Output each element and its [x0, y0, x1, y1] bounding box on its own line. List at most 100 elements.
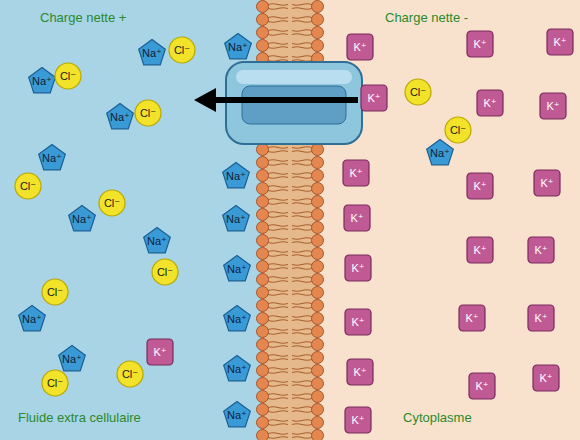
ion-symbol: K⁺ [533, 169, 561, 197]
potassium-ion: K⁺ [146, 338, 174, 366]
sodium-ion: Na⁺ [221, 160, 251, 190]
region-name: Cytoplasme [403, 410, 472, 425]
ion-symbol: Na⁺ [222, 253, 252, 283]
sodium-ion: Na⁺ [137, 37, 167, 67]
ion-symbol: K⁺ [342, 159, 370, 187]
ion-symbol: Na⁺ [221, 160, 251, 190]
chloride-ion: Cl⁻ [134, 99, 162, 127]
ion-symbol: Na⁺ [142, 225, 172, 255]
sodium-ion: Na⁺ [142, 225, 172, 255]
ion-symbol: Cl⁻ [116, 360, 144, 388]
potassium-ion: K⁺ [360, 84, 388, 112]
chloride-ion: Cl⁻ [41, 369, 69, 397]
chloride-ion-outline [117, 361, 143, 387]
ion-symbol: K⁺ [532, 364, 560, 392]
ion-symbol: K⁺ [539, 92, 567, 120]
potassium-ion: K⁺ [458, 304, 486, 332]
ion-symbol: Na⁺ [222, 353, 252, 383]
ion-symbol: K⁺ [466, 236, 494, 264]
ion-symbol: Cl⁻ [41, 369, 69, 397]
potassium-ion: K⁺ [346, 358, 374, 386]
ion-symbol: K⁺ [344, 406, 372, 434]
potassium-ion-outline [361, 85, 387, 111]
ion-symbol: Na⁺ [17, 303, 47, 333]
ion-symbol: Cl⁻ [98, 189, 126, 217]
chloride-ion: Cl⁻ [151, 258, 179, 286]
sodium-ion: Na⁺ [222, 253, 252, 283]
ion-symbol: Cl⁻ [41, 278, 69, 306]
chloride-ion-outline [135, 100, 161, 126]
chloride-ion-outline [99, 190, 125, 216]
potassium-ion: K⁺ [539, 92, 567, 120]
potassium-ion-outline [344, 205, 370, 231]
chloride-ion-outline [15, 173, 41, 199]
potassium-ion: K⁺ [466, 30, 494, 58]
ion-symbol: K⁺ [476, 89, 504, 117]
ion-symbol: Cl⁻ [404, 78, 432, 106]
ion-symbol: K⁺ [468, 372, 496, 400]
chloride-ion: Cl⁻ [168, 36, 196, 64]
sodium-ion: Na⁺ [425, 137, 455, 167]
ion-symbol: K⁺ [466, 172, 494, 200]
ion-symbol: Na⁺ [37, 142, 67, 172]
ion-symbol: Na⁺ [57, 343, 87, 373]
chloride-ion: Cl⁻ [98, 189, 126, 217]
chloride-ion-outline [169, 37, 195, 63]
fluid-region: Charge nette + Fluide extra cellulaire Na⁺… [0, 0, 256, 440]
sodium-ion: Na⁺ [105, 101, 135, 131]
potassium-ion-outline [147, 339, 173, 365]
cell-membrane [256, 0, 324, 440]
potassium-ion: K⁺ [344, 308, 372, 336]
potassium-ion-outline [343, 160, 369, 186]
sodium-ion: Na⁺ [57, 343, 87, 373]
potassium-ion-outline [534, 170, 560, 196]
potassium-ion: K⁺ [533, 169, 561, 197]
potassium-ion: K⁺ [346, 33, 374, 61]
potassium-ion-outline [528, 237, 554, 263]
ion-symbol: K⁺ [360, 84, 388, 112]
potassium-ion-outline [467, 237, 493, 263]
chloride-ion-outline [42, 279, 68, 305]
ion-symbol: K⁺ [458, 304, 486, 332]
potassium-ion-outline [540, 93, 566, 119]
potassium-ion: K⁺ [527, 236, 555, 264]
efflux-arrow-head [194, 88, 216, 112]
potassium-ion-outline [345, 309, 371, 335]
ion-symbol: Cl⁻ [444, 116, 472, 144]
potassium-ion: K⁺ [532, 364, 560, 392]
chloride-ion-outline [445, 117, 471, 143]
region-name: Fluide extra cellulaire [18, 410, 141, 425]
chloride-ion: Cl⁻ [41, 278, 69, 306]
ion-symbol: Na⁺ [221, 203, 251, 233]
sodium-ion: Na⁺ [223, 31, 253, 61]
ion-symbol: K⁺ [527, 236, 555, 264]
potassium-ion-outline [528, 305, 554, 331]
ion-symbol: Na⁺ [27, 65, 57, 95]
ion-symbol: Na⁺ [223, 31, 253, 61]
ion-symbol: K⁺ [346, 33, 374, 61]
potassium-ion: K⁺ [343, 204, 371, 232]
potassium-ion: K⁺ [466, 172, 494, 200]
ion-symbol: Cl⁻ [151, 258, 179, 286]
efflux-arrow-shaft [214, 97, 358, 103]
chloride-ion: Cl⁻ [404, 78, 432, 106]
phospholipid-bilayer [256, 0, 324, 440]
sodium-ion: Na⁺ [37, 142, 67, 172]
potassium-ion: K⁺ [466, 236, 494, 264]
ion-symbol: Na⁺ [222, 399, 252, 429]
ion-symbol: Cl⁻ [168, 36, 196, 64]
ion-symbol: Cl⁻ [14, 172, 42, 200]
net-charge-label: Charge nette + [40, 10, 126, 25]
ion-symbol: Na⁺ [105, 101, 135, 131]
potassium-ion-outline [347, 34, 373, 60]
sodium-ion: Na⁺ [222, 399, 252, 429]
chloride-ion: Cl⁻ [444, 116, 472, 144]
chloride-ion-outline [405, 79, 431, 105]
potassium-ion: K⁺ [468, 372, 496, 400]
potassium-ion-outline [345, 407, 371, 433]
channel-pore [242, 86, 346, 124]
potassium-ion-outline [469, 373, 495, 399]
sodium-ion: Na⁺ [221, 203, 251, 233]
chloride-ion: Cl⁻ [54, 62, 82, 90]
